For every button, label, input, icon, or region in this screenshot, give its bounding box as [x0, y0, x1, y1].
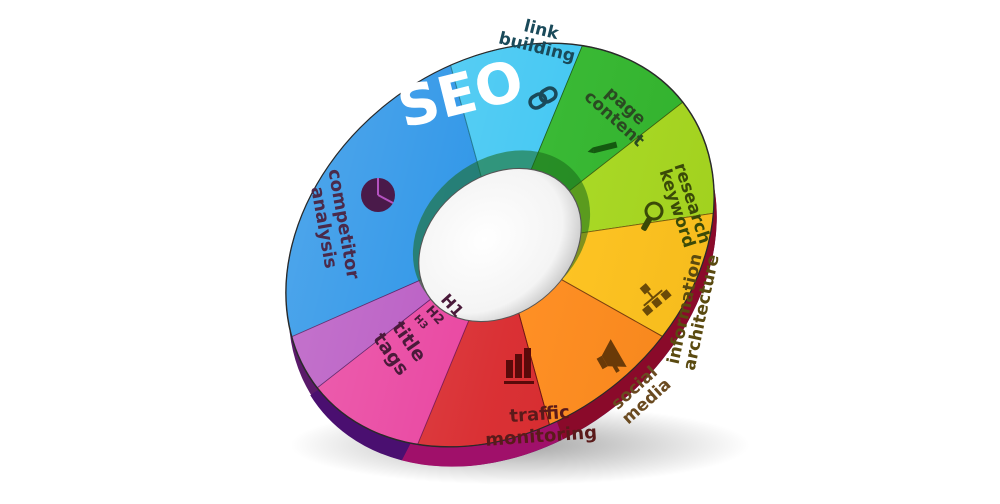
- chain-link-icon: [528, 86, 558, 110]
- svg-text:traffic: traffic: [509, 402, 571, 427]
- bar-chart-icon: [504, 348, 534, 384]
- sitemap-icon: [639, 283, 672, 316]
- center-hole: [418, 167, 582, 323]
- ring-rim: [285, 42, 715, 448]
- megaphone-icon: [596, 339, 627, 373]
- magnifier-icon: [641, 201, 664, 231]
- pie-chart-icon: [361, 178, 395, 212]
- pencil-icon: [587, 141, 618, 154]
